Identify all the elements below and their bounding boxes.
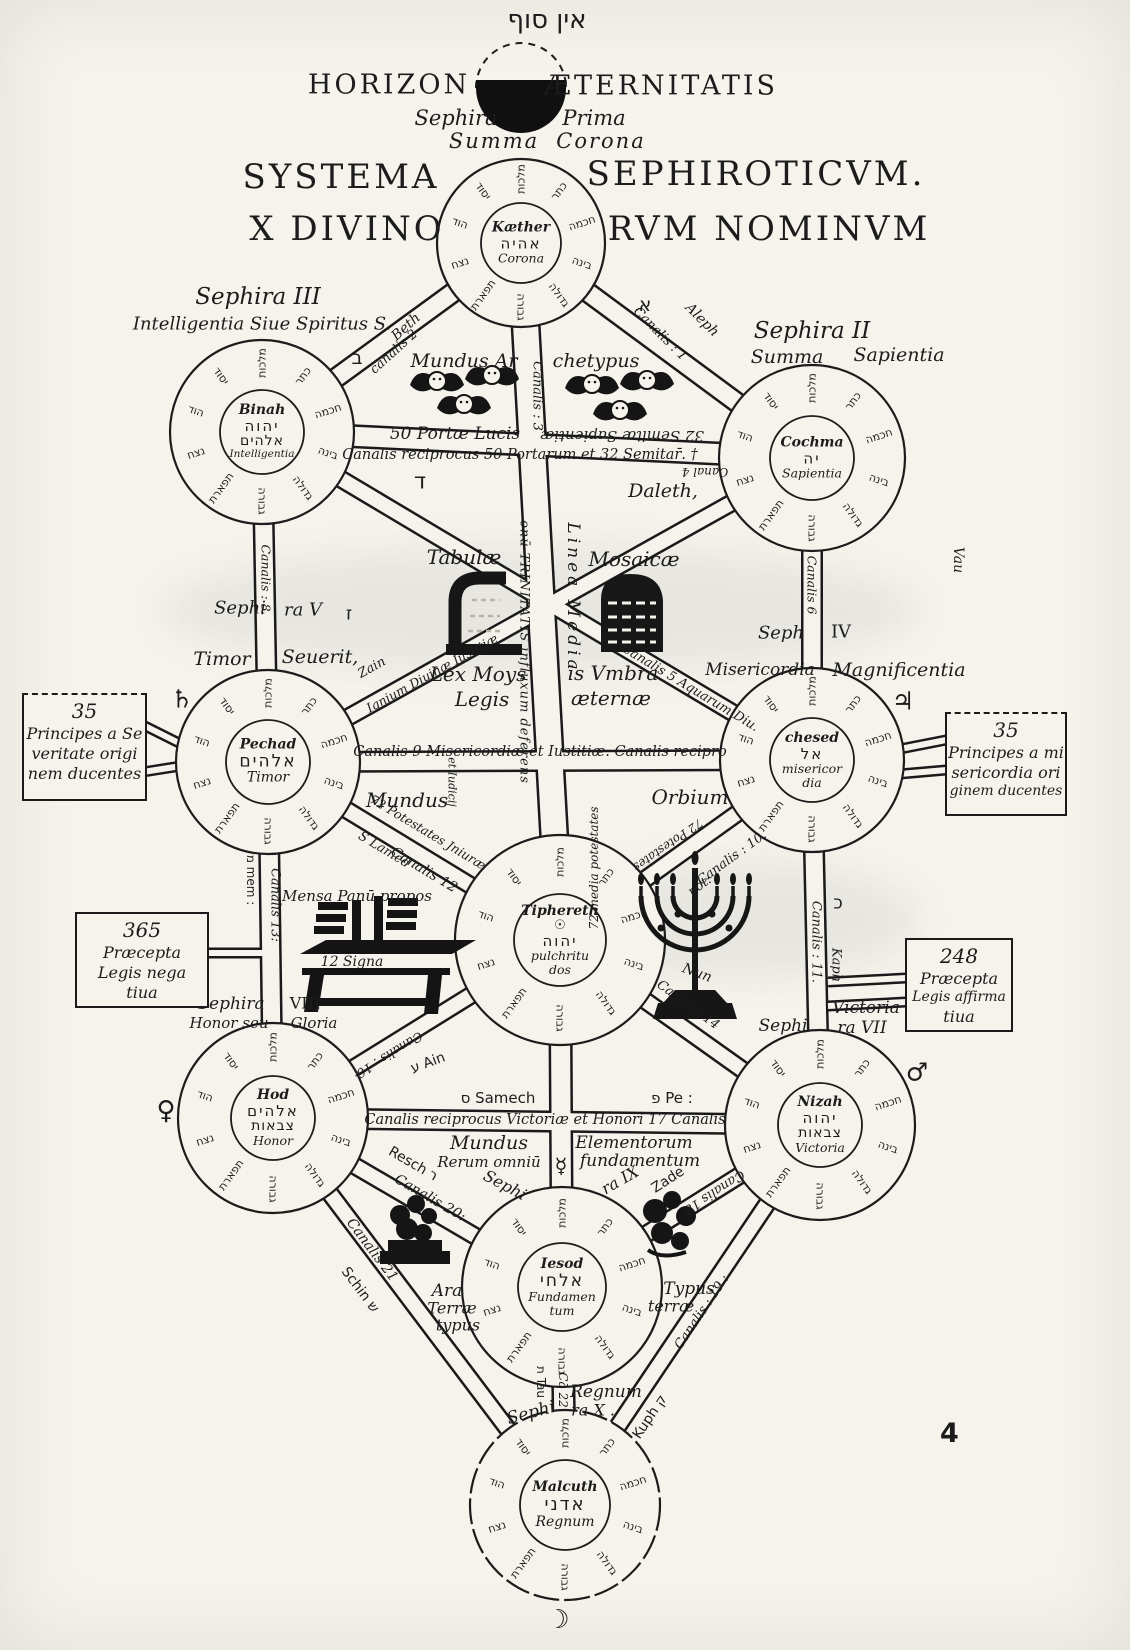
tablet-mosaica xyxy=(601,574,663,652)
box-line: Principes a mi xyxy=(948,743,1064,762)
box-praecepta-negativa-number: 365 xyxy=(122,918,162,942)
box-line: Præcepta xyxy=(919,969,999,988)
ain-soph-globe xyxy=(475,42,567,133)
box-praecepta-affirmativa: 248 Præcepta Legis affirma tiua xyxy=(905,938,1013,1032)
cherub-group-right xyxy=(564,370,675,422)
box-line: Legis nega xyxy=(97,963,187,982)
box-line: veritate origi xyxy=(31,744,138,763)
box-line: Legis affirma xyxy=(912,989,1006,1005)
tablet-lex-moysis xyxy=(446,571,522,655)
box-line: tiua xyxy=(943,1006,975,1026)
box-principes-misericordia-number: 35 xyxy=(993,718,1019,742)
menorah xyxy=(638,851,752,1019)
box-principes-misericordia: 35 Principes a mi sericordia ori ginem d… xyxy=(945,712,1067,816)
typus-terrae-figure xyxy=(643,1191,696,1258)
box-principes-severitate-number: 35 xyxy=(71,699,98,723)
box-line: Præcepta xyxy=(102,943,182,962)
mensa-panum-table xyxy=(300,896,476,1014)
box-line: ginem ducentes xyxy=(949,783,1063,799)
box-line: Principes a Se xyxy=(26,724,143,743)
box-line: nem ducentes xyxy=(27,764,142,783)
box-praecepta-affirmativa-number: 248 xyxy=(939,944,979,968)
cherub-group-left xyxy=(409,365,520,416)
box-line: tiua xyxy=(126,983,158,1002)
sephirot-circles xyxy=(168,157,917,1602)
ara-altar xyxy=(380,1195,450,1264)
box-line: sericordia ori xyxy=(951,763,1061,782)
box-praecepta-negativa: 365 Præcepta Legis nega tiua xyxy=(75,912,209,1008)
box-principes-severitate: 35 Principes a Se veritate origi nem duc… xyxy=(22,693,147,801)
